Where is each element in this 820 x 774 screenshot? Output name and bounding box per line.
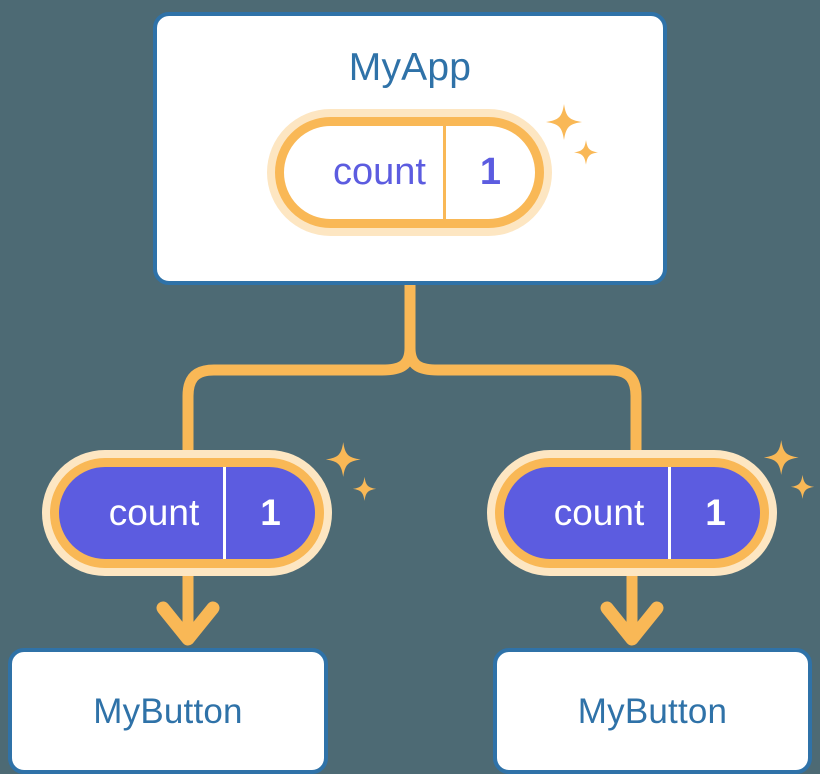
state-pill-value: 1 xyxy=(443,126,535,219)
state-pill-ring: count 1 xyxy=(50,458,324,568)
state-pill-child-left[interactable]: count 1 xyxy=(42,450,332,576)
component-title-myapp: MyApp xyxy=(348,46,472,89)
component-card-mybutton-left[interactable]: MyButton xyxy=(8,648,328,774)
state-pill-child-right[interactable]: count 1 xyxy=(487,450,777,576)
component-title-mybutton: MyButton xyxy=(93,691,243,731)
state-pill-ring: count 1 xyxy=(495,458,769,568)
component-title-mybutton: MyButton xyxy=(577,691,728,731)
component-card-mybutton-right[interactable]: MyButton xyxy=(493,648,812,774)
state-pill-ring: count 1 xyxy=(275,117,544,228)
state-pill-value: 1 xyxy=(223,467,315,559)
state-pill-label: count xyxy=(108,492,200,533)
pill-to-button-arrow-right xyxy=(600,572,664,646)
state-pill-value: 1 xyxy=(668,467,760,559)
state-pill-label: count xyxy=(333,151,426,193)
branch-bar-left xyxy=(182,347,416,455)
state-pill-label: count xyxy=(553,492,645,533)
branch-bar xyxy=(404,347,642,455)
state-pill-root[interactable]: count 1 xyxy=(267,109,552,236)
pill-to-button-arrow-left xyxy=(156,572,220,646)
